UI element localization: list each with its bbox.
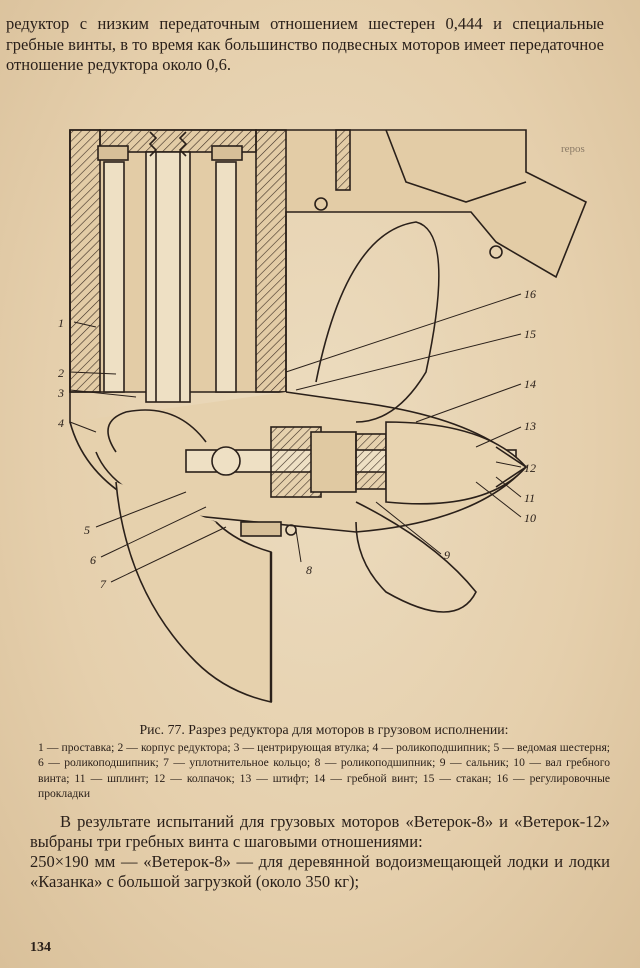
callout-10: 10 (524, 511, 536, 525)
callout-13: 13 (524, 419, 536, 433)
callout-5: 5 (84, 523, 90, 537)
intro-text: редуктор с низким передаточным отношение… (6, 14, 604, 74)
body-paragraph-2: 250×190 мм — «Ветерок-8» — для деревянно… (30, 852, 610, 891)
figure-77-gearbox-section: 1 2 3 4 5 6 7 8 9 10 11 12 13 14 15 16 r… (56, 122, 616, 718)
figure-caption: Рис. 77. Разрез редуктора для моторов в … (38, 722, 610, 802)
gearbox-cross-section-drawing: 1 2 3 4 5 6 7 8 9 10 11 12 13 14 15 16 r… (57, 129, 588, 703)
callout-6: 6 (90, 553, 96, 567)
callout-7: 7 (100, 577, 107, 591)
margin-note: repos (561, 143, 585, 155)
intro-paragraph: редуктор с низким передаточным отношение… (6, 14, 604, 76)
callout-1: 1 (58, 316, 64, 330)
body-paragraph-1: В результате испытаний для грузовых мото… (30, 812, 610, 851)
callout-15: 15 (524, 327, 536, 341)
callout-11: 11 (524, 491, 535, 505)
caption-legend: 1 — проставка; 2 — корпус редуктора; 3 —… (38, 740, 610, 801)
callout-14: 14 (524, 377, 536, 391)
body-text: В результате испытаний для грузовых мото… (30, 812, 610, 892)
caption-title: Рис. 77. Разрез редуктора для моторов в … (139, 722, 509, 737)
callout-9: 9 (444, 548, 450, 562)
callout-16: 16 (524, 287, 536, 301)
callout-2: 2 (58, 366, 64, 380)
callout-12: 12 (524, 461, 536, 475)
callout-8: 8 (306, 563, 312, 577)
callout-3: 3 (57, 386, 64, 400)
page-number: 134 (30, 940, 51, 955)
callout-4: 4 (58, 416, 64, 430)
